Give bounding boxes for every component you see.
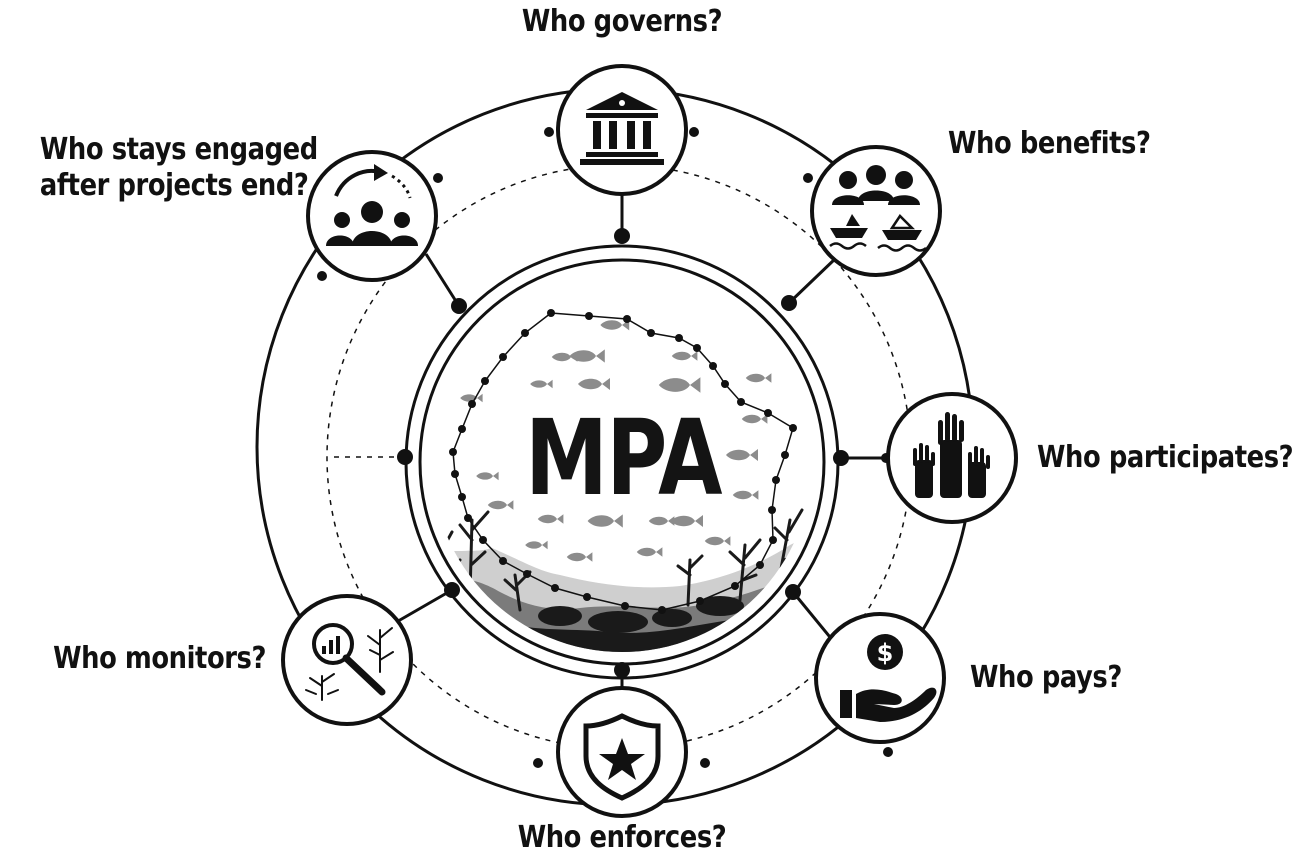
node-participates <box>886 392 1018 524</box>
label-line-1: Who stays engaged <box>39 132 318 167</box>
svg-text:$: $ <box>877 639 894 667</box>
people-cycle-icon <box>326 164 418 246</box>
node-benefits <box>810 145 942 277</box>
community-boats-icon <box>830 165 922 240</box>
node-governs <box>556 64 688 196</box>
hand-money-icon: $ <box>840 634 937 722</box>
mpa-boundary <box>449 309 797 614</box>
label-line-2: after projects end? <box>39 168 309 203</box>
node-monitors <box>281 594 413 726</box>
label-who-stays-engaged: Who stays engaged after projects end? <box>39 132 318 204</box>
shield-star-icon <box>583 713 661 801</box>
label-who-participates: Who participates? <box>1037 440 1294 475</box>
label-who-benefits: Who benefits? <box>948 126 1151 161</box>
magnifier-chart-coral-icon <box>305 623 394 701</box>
node-stays-engaged <box>306 150 438 282</box>
label-who-enforces: Who enforces? <box>517 820 727 855</box>
mpa-title: MPA <box>525 397 722 519</box>
dashed-spokes <box>328 200 623 458</box>
node-pays: $ <box>814 612 946 744</box>
government-building-icon <box>580 92 664 165</box>
label-who-monitors: Who monitors? <box>53 641 267 676</box>
node-enforces <box>556 686 688 818</box>
label-who-pays: Who pays? <box>970 660 1122 695</box>
label-who-governs: Who governs? <box>521 4 723 39</box>
connector-dots <box>317 127 893 768</box>
raised-hands-icon <box>913 412 990 498</box>
